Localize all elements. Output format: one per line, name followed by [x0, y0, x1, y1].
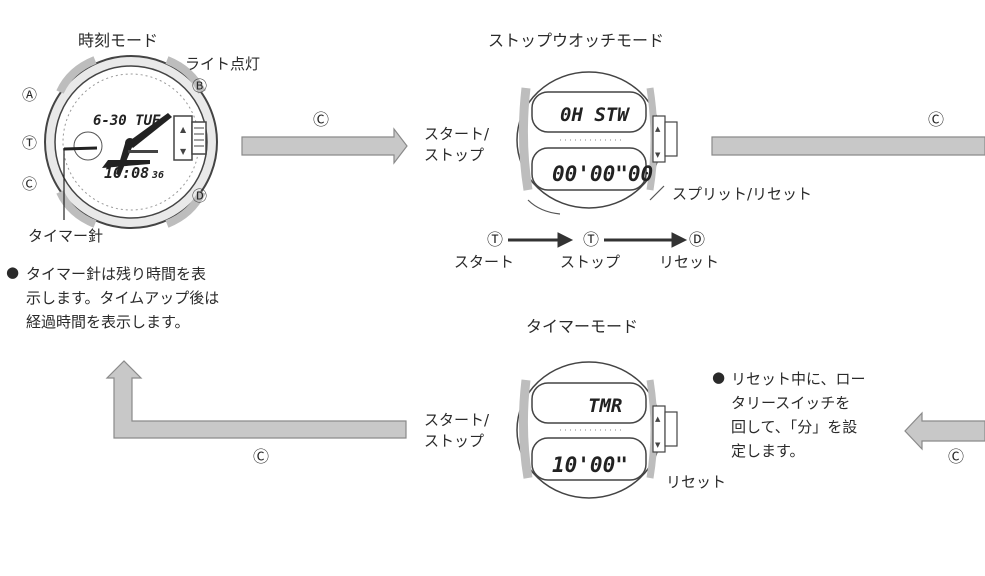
svg-text:▲: ▲	[655, 125, 661, 133]
arrow-up-bottom-left	[105, 360, 407, 439]
stopwatch-display-top: 0H STW	[560, 104, 630, 126]
stopwatch-display-bottom: 00'00"00	[552, 162, 653, 186]
timer-mode-note: リセット中に、ロー タリースイッチを 回して、「分」を設 定します。	[731, 370, 866, 460]
timer-note-bullet: ●	[712, 368, 726, 386]
transition-c-top-middle: Ⓒ	[313, 110, 330, 129]
light-label: ライト点灯	[185, 55, 261, 73]
arrow-left-bottom-right	[904, 411, 985, 451]
sequence-key-3: Ⓓ	[689, 230, 706, 249]
svg-text:▲: ▲	[655, 415, 661, 423]
analog-watch: ▲ ▼	[44, 55, 218, 229]
sequence-arrows	[508, 232, 688, 248]
timer-display-bottom: 10'00"	[552, 453, 628, 477]
flow-arrows	[105, 127, 985, 451]
svg-text:▼: ▼	[655, 441, 661, 449]
stopwatch-start-stop-label: スタート/ ストップ	[424, 125, 490, 164]
time-note-bullet: ●	[6, 263, 20, 281]
time-display-top: 6-30 TUE	[93, 113, 161, 129]
sequence-label-1: スタート	[454, 253, 515, 271]
stopwatch-split-reset-label: スプリット/リセット	[672, 185, 813, 203]
transition-c-bottom-right: Ⓒ	[948, 447, 965, 466]
time-display-seconds: 36	[151, 170, 164, 181]
button-b-label: Ⓑ	[192, 77, 208, 95]
svg-text:▲: ▲	[180, 125, 187, 134]
button-t-label: Ⓣ	[22, 134, 38, 152]
stopwatch-watch: ▲ ▼	[516, 71, 678, 215]
timer-hand-label: タイマー針	[28, 227, 104, 245]
sequence-label-3: リセット	[659, 253, 720, 271]
timer-display-top: TMR	[588, 395, 622, 417]
timer-mode-title: タイマーモード	[526, 317, 639, 336]
arrow-right-top-right	[711, 136, 985, 156]
timer-watch: ▲ ▼	[516, 361, 678, 499]
svg-text:▼: ▼	[655, 151, 661, 159]
button-d-label: Ⓓ	[192, 187, 208, 205]
button-c-label: Ⓒ	[22, 175, 38, 193]
transition-c-bottom-left: Ⓒ	[253, 447, 270, 466]
timer-reset-label: リセット	[666, 473, 727, 491]
sequence-label-2: ストップ	[560, 253, 621, 271]
time-display-bottom: 10:08	[104, 164, 149, 182]
timer-start-stop-label: スタート/ ストップ	[424, 411, 490, 450]
svg-text:▼: ▼	[180, 147, 187, 156]
time-mode-note: タイマー針は残り時間を表 示します。タイムアップ後は 経過時間を表示します。	[26, 265, 220, 331]
sequence-key-2: Ⓣ	[583, 230, 600, 249]
arrow-right-top-middle	[241, 127, 408, 165]
button-a-label: Ⓐ	[22, 86, 38, 104]
stopwatch-mode-title: ストップウオッチモード	[488, 31, 665, 50]
time-mode-title: 時刻モード	[78, 31, 159, 50]
sequence-key-1: Ⓣ	[487, 230, 504, 249]
transition-c-top-right: Ⓒ	[928, 110, 945, 129]
